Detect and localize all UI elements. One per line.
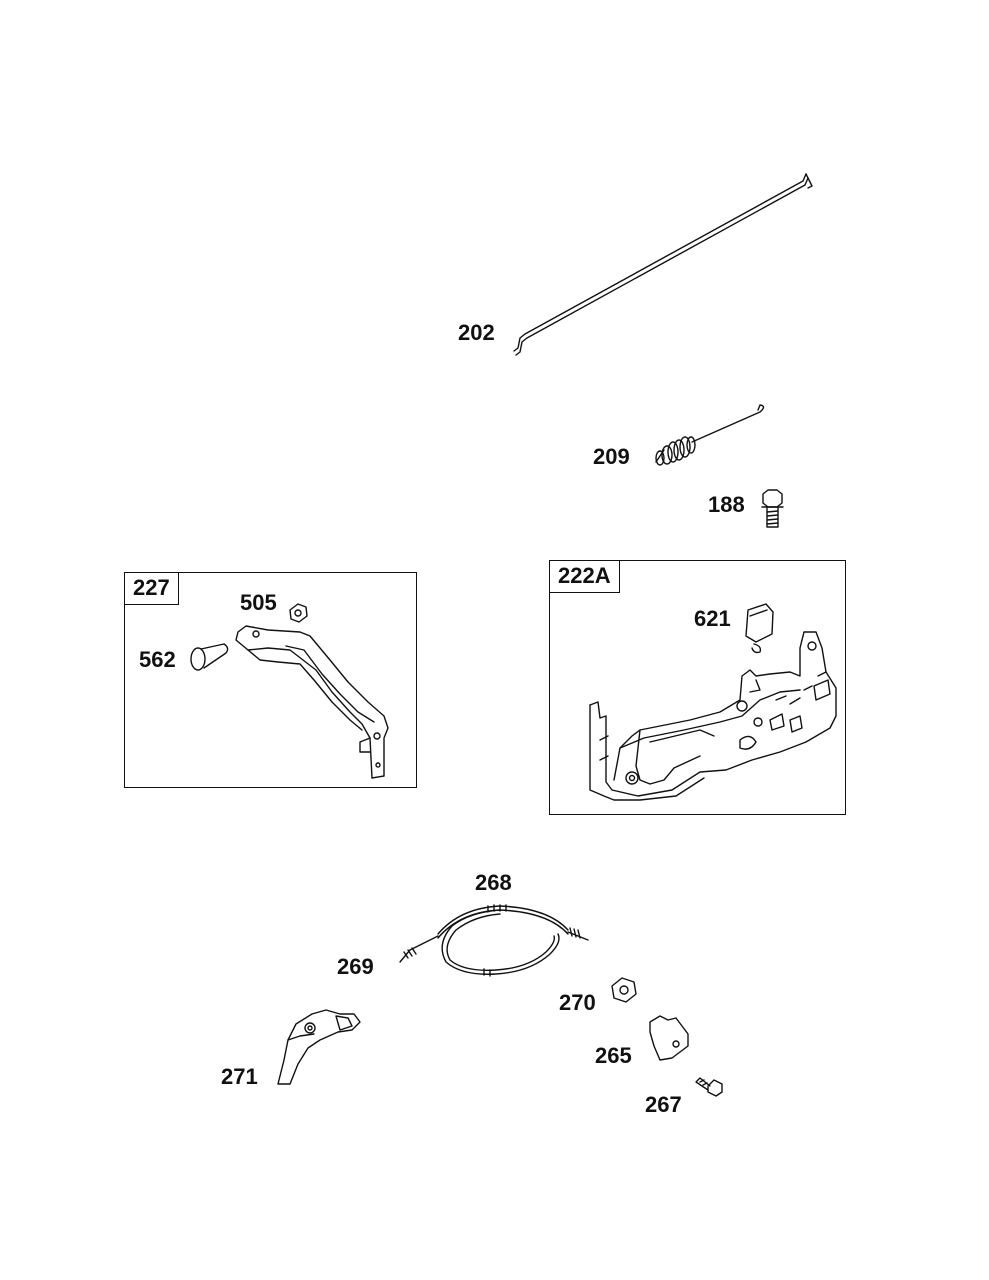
assembly-tag-227: 227	[125, 573, 179, 605]
label-265: 265	[595, 1043, 632, 1068]
label-270: 270	[559, 990, 596, 1015]
part-271-lever	[277, 1009, 361, 1085]
part-268-cable	[399, 904, 589, 977]
label-268: 268	[475, 870, 512, 895]
label-188: 188	[708, 492, 745, 517]
label-621: 621	[694, 606, 731, 631]
assembly-box-222a: 222A	[549, 560, 846, 815]
part-265-clamp	[649, 1015, 689, 1061]
label-209: 209	[593, 444, 630, 469]
part-188-bolt	[761, 489, 784, 528]
part-267-screw	[695, 1077, 723, 1097]
part-209-spring	[655, 404, 765, 466]
label-202: 202	[458, 320, 495, 345]
part-202-rod	[513, 173, 813, 356]
part-270-nut	[611, 977, 637, 1003]
label-267: 267	[645, 1092, 682, 1117]
label-269: 269	[337, 954, 374, 979]
label-505: 505	[240, 590, 277, 615]
label-562: 562	[139, 647, 176, 672]
label-271: 271	[221, 1064, 258, 1089]
assembly-tag-222a: 222A	[550, 561, 620, 593]
